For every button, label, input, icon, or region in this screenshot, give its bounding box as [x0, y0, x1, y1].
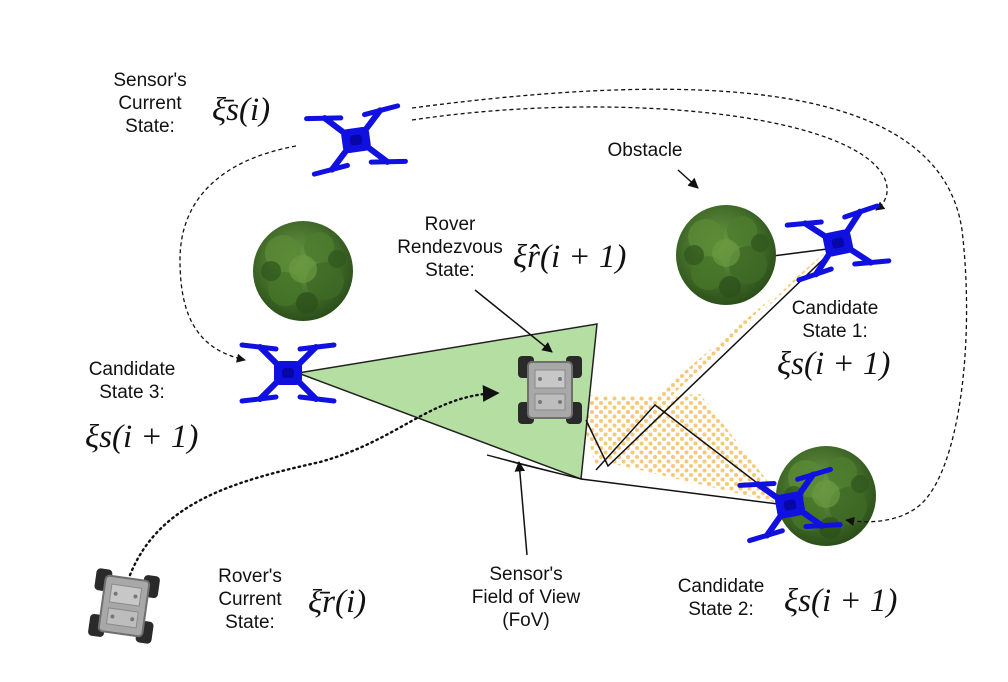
rover-rendezvous-expression: ξ̂r(i + 1)	[513, 238, 626, 276]
sensor-current-expression: ξ̄s(i)	[212, 91, 270, 129]
rover-path	[128, 385, 500, 577]
fov-overlap-tip	[486, 454, 582, 480]
candidate1-fov-edge	[585, 247, 836, 468]
label-line: State 3:	[99, 382, 165, 403]
label-line: Obstacle	[607, 140, 683, 161]
math-expression: ξs(i + 1)	[784, 583, 898, 619]
label-line: Rover	[424, 214, 476, 235]
candidate1-expression: ξs(i + 1)	[777, 345, 890, 383]
label-line: Rendezvous	[397, 237, 503, 258]
obstacle-label: Obstacle	[590, 139, 700, 162]
candidate3-label: Candidate State 3:	[82, 358, 182, 404]
math-expression: ξ̄r(i)	[308, 584, 367, 620]
transition-arrow-to-candidate1	[411, 106, 888, 211]
candidate1-fov-edge-2	[764, 247, 836, 258]
candidate2-label: Candidate State 2:	[666, 575, 776, 621]
label-line: Candidate	[791, 298, 879, 319]
transition-arrow-to-candidate3	[179, 145, 297, 363]
label-line: Candidate	[677, 576, 765, 597]
label-line: Sensor's	[113, 70, 187, 91]
tree-icon	[253, 221, 353, 321]
label-line: Current	[218, 589, 282, 610]
label-line: Sensor's	[489, 564, 563, 585]
math-expression: ξ̂r(i + 1)	[513, 239, 627, 275]
label-line: State:	[125, 116, 175, 137]
candidate2-expression: ξs(i + 1)	[784, 582, 897, 620]
label-line: Candidate	[88, 359, 176, 380]
rover-rendezvous-label: Rover Rendezvous State:	[395, 213, 505, 282]
drone-icon	[307, 106, 406, 174]
fov-pointer	[514, 460, 528, 556]
label-line: Current	[118, 93, 182, 114]
rover-icon	[517, 355, 583, 425]
label-line: State:	[425, 260, 475, 281]
fov-label: Sensor's Field of View (FoV)	[462, 563, 590, 632]
label-line: Field of View	[471, 587, 581, 608]
drone-icon	[787, 206, 889, 280]
math-expression: ξ̄s(i)	[212, 92, 271, 128]
label-line: (FoV)	[502, 610, 550, 631]
label-line: Rover's	[218, 566, 282, 587]
rendezvous-pointer	[474, 289, 553, 353]
candidate1-label: Candidate State 1:	[785, 297, 885, 343]
obstacle-pointer	[677, 169, 699, 189]
rover-icon	[86, 566, 162, 646]
label-line: State:	[225, 612, 275, 633]
rover-current-label: Rover's Current State:	[200, 565, 300, 634]
math-expression: ξs(i + 1)	[85, 419, 199, 455]
rover-current-expression: ξ̄r(i)	[308, 583, 366, 621]
candidate2-fov-edge	[595, 403, 787, 506]
candidate2-fov	[606, 394, 786, 505]
label-line: State 1:	[802, 321, 868, 342]
candidate2-fov-bottom	[580, 478, 787, 506]
transition-arrow-to-candidate2	[411, 88, 968, 526]
label-line: State 2:	[688, 599, 754, 620]
math-expression: ξs(i + 1)	[777, 346, 891, 382]
candidate3-expression: ξs(i + 1)	[85, 418, 198, 456]
tree-icon	[676, 205, 776, 305]
sensor-current-label: Sensor's Current State:	[100, 69, 200, 138]
